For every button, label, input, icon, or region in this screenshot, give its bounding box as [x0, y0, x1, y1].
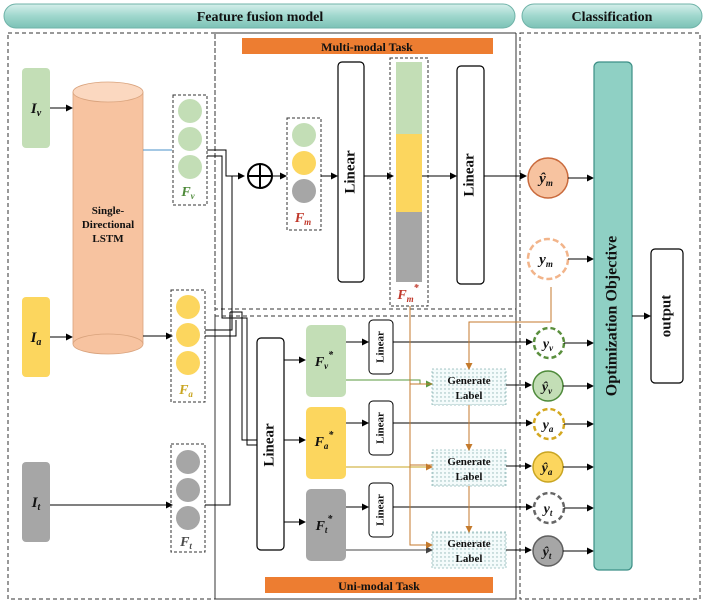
classification-header: Classification — [521, 3, 703, 29]
output-ya-hat: ŷa — [532, 451, 564, 483]
svg-text:Linear: Linear — [375, 494, 387, 526]
svg-text:ŷv: ŷv — [540, 380, 553, 396]
feature-fa: Fa — [170, 289, 206, 403]
svg-text:output: output — [658, 295, 674, 338]
feature-fm-star: Fm* — [389, 57, 429, 307]
feature-fa-star: Fa* — [306, 407, 346, 479]
feature-fusion-header: Feature fusion model — [3, 3, 516, 29]
output-ya: ya — [532, 407, 566, 441]
lstm-label-1: Single- — [92, 205, 125, 217]
unimodal-region — [214, 315, 517, 600]
arrow-fvstar-generate — [346, 379, 433, 388]
linear-block-multi-1: Linear — [337, 61, 365, 283]
feature-ft-star: Ft* — [306, 489, 346, 561]
svg-text:ŷm: ŷm — [537, 171, 553, 188]
svg-text:Label: Label — [456, 390, 483, 402]
svg-text:Linear: Linear — [261, 423, 277, 467]
output-yt: yt — [532, 491, 566, 525]
optimization-objective: Optimization Objective — [593, 61, 633, 571]
unimodal-task-label: Uni-modal Task — [338, 579, 420, 593]
lstm-label-2: Directional — [82, 219, 134, 231]
feature-fusion-title: Feature fusion model — [197, 10, 324, 25]
output-box: output — [650, 248, 684, 384]
output-yv-hat: ŷv — [532, 370, 564, 402]
svg-text:Fa: Fa — [178, 383, 193, 399]
arrow-ym-generate — [465, 287, 552, 370]
svg-text:Fm*: Fm* — [396, 283, 419, 304]
lstm-cylinder: Single- Directional LSTM — [72, 81, 144, 355]
input-it: It — [22, 462, 50, 542]
output-yv: yv — [532, 326, 566, 360]
svg-text:Fm: Fm — [294, 211, 311, 227]
arrow-fmstar-generate-t — [409, 306, 433, 549]
svg-text:ŷa: ŷa — [540, 461, 553, 477]
feature-routing-lines — [205, 149, 257, 506]
svg-text:Ia: Ia — [30, 330, 42, 348]
svg-text:Generate: Generate — [447, 456, 490, 468]
output-yt-hat: ŷt — [532, 535, 564, 567]
feature-fv: Fv — [172, 94, 208, 206]
svg-text:ym: ym — [537, 252, 553, 269]
output-ym-hat: ŷm — [527, 157, 569, 199]
generate-label-t: Generate Label — [431, 531, 507, 569]
classification-region — [519, 32, 701, 600]
svg-text:Generate: Generate — [447, 538, 490, 550]
linear-block-uni: Linear — [256, 337, 285, 551]
uni-linear-routes — [284, 356, 306, 526]
svg-text:ŷt: ŷt — [541, 545, 552, 561]
feature-fv-star: Fv* — [306, 325, 346, 397]
linear-block-multi-2: Linear — [456, 65, 485, 285]
svg-text:Ft: Ft — [179, 535, 192, 551]
svg-text:yv: yv — [541, 337, 554, 353]
svg-text:Label: Label — [456, 553, 483, 565]
multimodal-region — [214, 32, 517, 310]
svg-text:Fv*: Fv* — [314, 350, 334, 371]
svg-text:Optimization Objective: Optimization Objective — [604, 236, 621, 396]
svg-text:Label: Label — [456, 471, 483, 483]
svg-text:Linear: Linear — [375, 331, 387, 363]
svg-text:Fa*: Fa* — [314, 430, 335, 451]
svg-text:Linear: Linear — [461, 153, 477, 197]
svg-text:ya: ya — [541, 418, 554, 434]
input-ia: Ia — [22, 297, 50, 377]
linear-small-a: Linear — [368, 400, 394, 456]
generate-label-a: Generate Label — [431, 449, 507, 487]
svg-text:Iv: Iv — [30, 101, 42, 119]
output-ym: ym — [526, 237, 570, 281]
feature-fm: Fm — [286, 117, 322, 231]
unimodal-task-banner: Uni-modal Task — [265, 577, 493, 593]
svg-text:Generate: Generate — [447, 375, 490, 387]
lstm-label-3: LSTM — [92, 233, 124, 245]
svg-text:Linear: Linear — [342, 150, 358, 194]
linear-small-v: Linear — [368, 319, 394, 375]
svg-text:Ft*: Ft* — [315, 514, 334, 535]
multimodal-task-label: Multi-modal Task — [321, 40, 413, 54]
svg-text:Fv: Fv — [180, 185, 195, 201]
linear-small-t: Linear — [368, 482, 394, 538]
classification-title: Classification — [572, 10, 653, 25]
svg-text:Linear: Linear — [375, 412, 387, 444]
concat-icon — [247, 163, 273, 189]
multimodal-task-banner: Multi-modal Task — [242, 38, 493, 54]
svg-text:It: It — [31, 495, 42, 513]
svg-text:yt: yt — [542, 502, 553, 518]
generate-label-v: Generate Label — [431, 368, 507, 406]
arrows-to-optimization — [563, 174, 594, 555]
feature-ft: Ft — [170, 443, 206, 553]
input-iv: Iv — [22, 68, 50, 148]
